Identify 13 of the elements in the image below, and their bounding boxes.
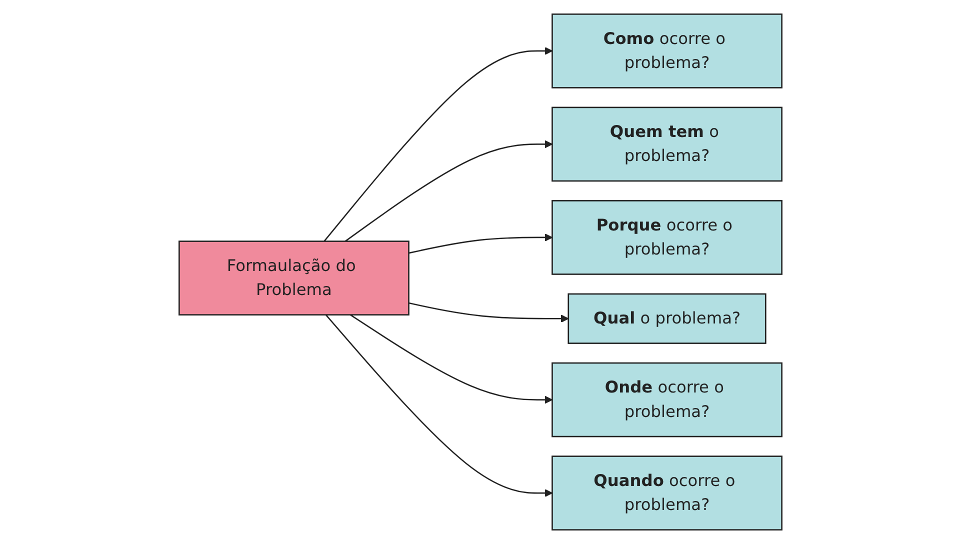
node-box: Quando ocorre o problema? [551,455,782,530]
arrow [349,314,552,404]
node-box: Quem tem o problema? [551,106,782,182]
arrow [408,233,552,254]
node-box: Formaulação do Problema [178,240,409,315]
node-box: Onde ocorre o problema? [551,362,782,437]
arrow [344,140,552,242]
node-box: Porque ocorre o problema? [551,200,782,274]
arrow [324,314,552,496]
node-box: Como ocorre o problema? [551,13,782,88]
arrow [408,302,568,322]
node-box: Qual o problema? [567,292,766,344]
arrow [323,46,552,242]
